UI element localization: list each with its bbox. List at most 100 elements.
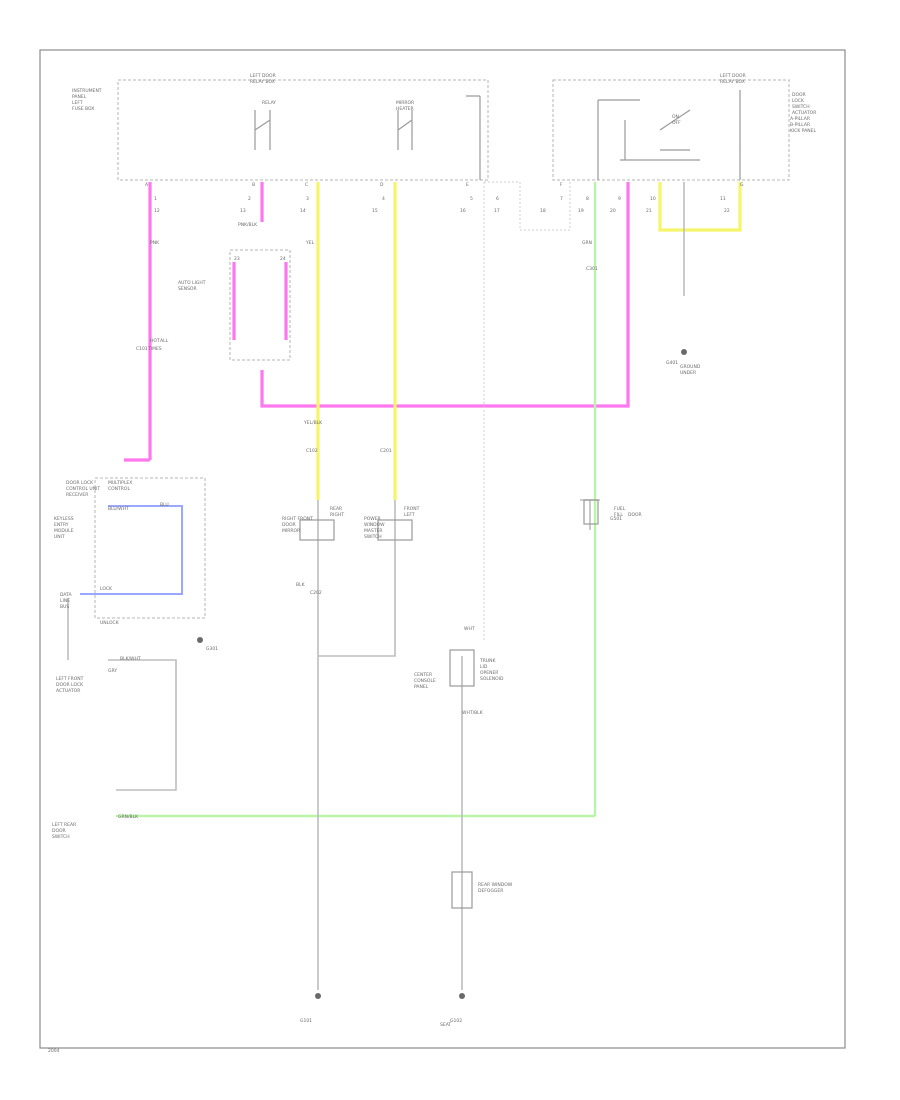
label-101: DOOR — [628, 512, 642, 518]
label-121: SEAT — [440, 1022, 451, 1028]
label-11: DOOR — [792, 92, 806, 98]
label-38: 17 — [494, 208, 500, 214]
label-115: CONTROL — [108, 486, 130, 492]
label-81: UNIT — [54, 534, 65, 540]
label-41: 20 — [610, 208, 616, 214]
label-69: REAR — [330, 506, 342, 512]
wire-gray-lower-left — [108, 659, 177, 791]
wire-pink-bus — [260, 182, 630, 408]
label-45: 24 — [280, 256, 286, 262]
label-118: BUS — [60, 604, 69, 610]
label-68: C301 — [586, 266, 598, 272]
label-12: LOCK — [792, 98, 805, 104]
ground-point-g102 — [459, 993, 465, 999]
label-56: BLU/WHT — [108, 506, 129, 512]
label-67: C202 — [310, 590, 322, 596]
label-65: C102 — [306, 448, 318, 454]
label-3: RELAY BOX — [720, 79, 745, 85]
label-5: PANEL — [72, 94, 87, 100]
label-44: 23 — [234, 256, 240, 262]
solenoid — [449, 649, 475, 687]
label-94: SWITCH — [52, 834, 70, 840]
label-91: SWITCH — [364, 534, 382, 540]
label-35: 14 — [300, 208, 306, 214]
label-73: AUTO LIGHT — [178, 280, 206, 286]
label-83: DOOR LOCK — [56, 682, 84, 688]
label-40: 19 — [578, 208, 584, 214]
label-71: LEFT — [404, 512, 415, 518]
label-86: DOOR — [282, 522, 296, 528]
label-33: 12 — [154, 208, 160, 214]
right-relay-box — [552, 79, 790, 181]
label-120: UNDER — [680, 370, 696, 376]
label-0: LEFT DOOR — [250, 73, 276, 79]
fuel-door-switch — [583, 499, 599, 525]
label-8: MIRROR — [396, 100, 414, 106]
label-2: LEFT DOOR — [720, 73, 746, 79]
label-85: RIGHT FRONT — [282, 516, 313, 522]
label-96: LID — [480, 664, 488, 670]
label-29: 8 — [586, 196, 589, 202]
ground-point-g401 — [681, 349, 687, 355]
label-10: RELAY — [262, 100, 276, 106]
label-70: FRONT — [404, 506, 420, 512]
label-109: ALL — [160, 338, 169, 344]
switch-contact-b — [659, 90, 741, 180]
label-110: TIMES — [147, 346, 162, 352]
label-122: A-PILLAR — [790, 116, 810, 122]
label-117: LINE — [60, 598, 70, 604]
label-31: 10 — [650, 196, 656, 202]
label-36: 15 — [372, 208, 378, 214]
ground-point-g301 — [197, 637, 203, 643]
label-15: A — [145, 182, 149, 188]
label-16: B — [252, 182, 255, 188]
label-75: DOOR LOCK — [66, 480, 94, 486]
label-74: SENSOR — [178, 286, 197, 292]
label-93: DOOR — [52, 828, 66, 834]
label-61: G301 — [206, 646, 218, 652]
label-18: D — [380, 182, 384, 188]
label-111: CENTER — [414, 672, 432, 678]
label-90: MASTER — [364, 528, 383, 534]
label-24: 3 — [306, 196, 309, 202]
label-63: G501 — [610, 516, 622, 522]
label-124: KICK PANEL — [790, 128, 817, 134]
label-60: G102 — [450, 1018, 462, 1024]
label-125: 2004 — [48, 1048, 60, 1054]
label-25: 4 — [382, 196, 385, 202]
label-98: SOLENOID — [480, 676, 504, 682]
label-114: MULTIPLEX — [108, 480, 132, 486]
label-51: WHT — [464, 626, 475, 632]
wire-gray-fuel-door — [580, 499, 600, 530]
label-23: 2 — [248, 196, 251, 202]
defogger — [451, 871, 473, 909]
label-42: 21 — [646, 208, 652, 214]
switch-box — [229, 249, 291, 361]
wire-yellow-right — [658, 182, 742, 232]
label-37: 16 — [460, 208, 466, 214]
label-100: FILL — [614, 512, 623, 518]
label-28: 7 — [560, 196, 563, 202]
label-48: GRN — [582, 240, 592, 246]
wire-gray-mid — [318, 500, 396, 657]
label-80: MODULE — [54, 528, 74, 534]
label-78: KEYLESS — [54, 516, 74, 522]
wire-gray-thin-top — [484, 181, 571, 231]
label-97: OPENER — [480, 670, 498, 676]
label-9: HEATER — [396, 106, 414, 112]
label-89: WINDOW — [364, 522, 385, 528]
label-119: GROUND — [680, 364, 701, 370]
label-34: 13 — [240, 208, 246, 214]
switch-contact-a — [597, 99, 640, 180]
label-14: ACTUATOR — [792, 110, 816, 116]
relay-coil — [466, 95, 481, 180]
label-77: RECEIVER — [66, 492, 88, 498]
lower-left-module-box — [94, 477, 206, 619]
label-22: 1 — [154, 196, 157, 202]
wire-blue-loop — [80, 505, 183, 595]
label-87: MIRROR — [282, 528, 300, 534]
relay-contact-left — [254, 110, 271, 150]
label-55: GRN/BLK — [118, 814, 139, 820]
label-46: PNK — [150, 240, 160, 246]
